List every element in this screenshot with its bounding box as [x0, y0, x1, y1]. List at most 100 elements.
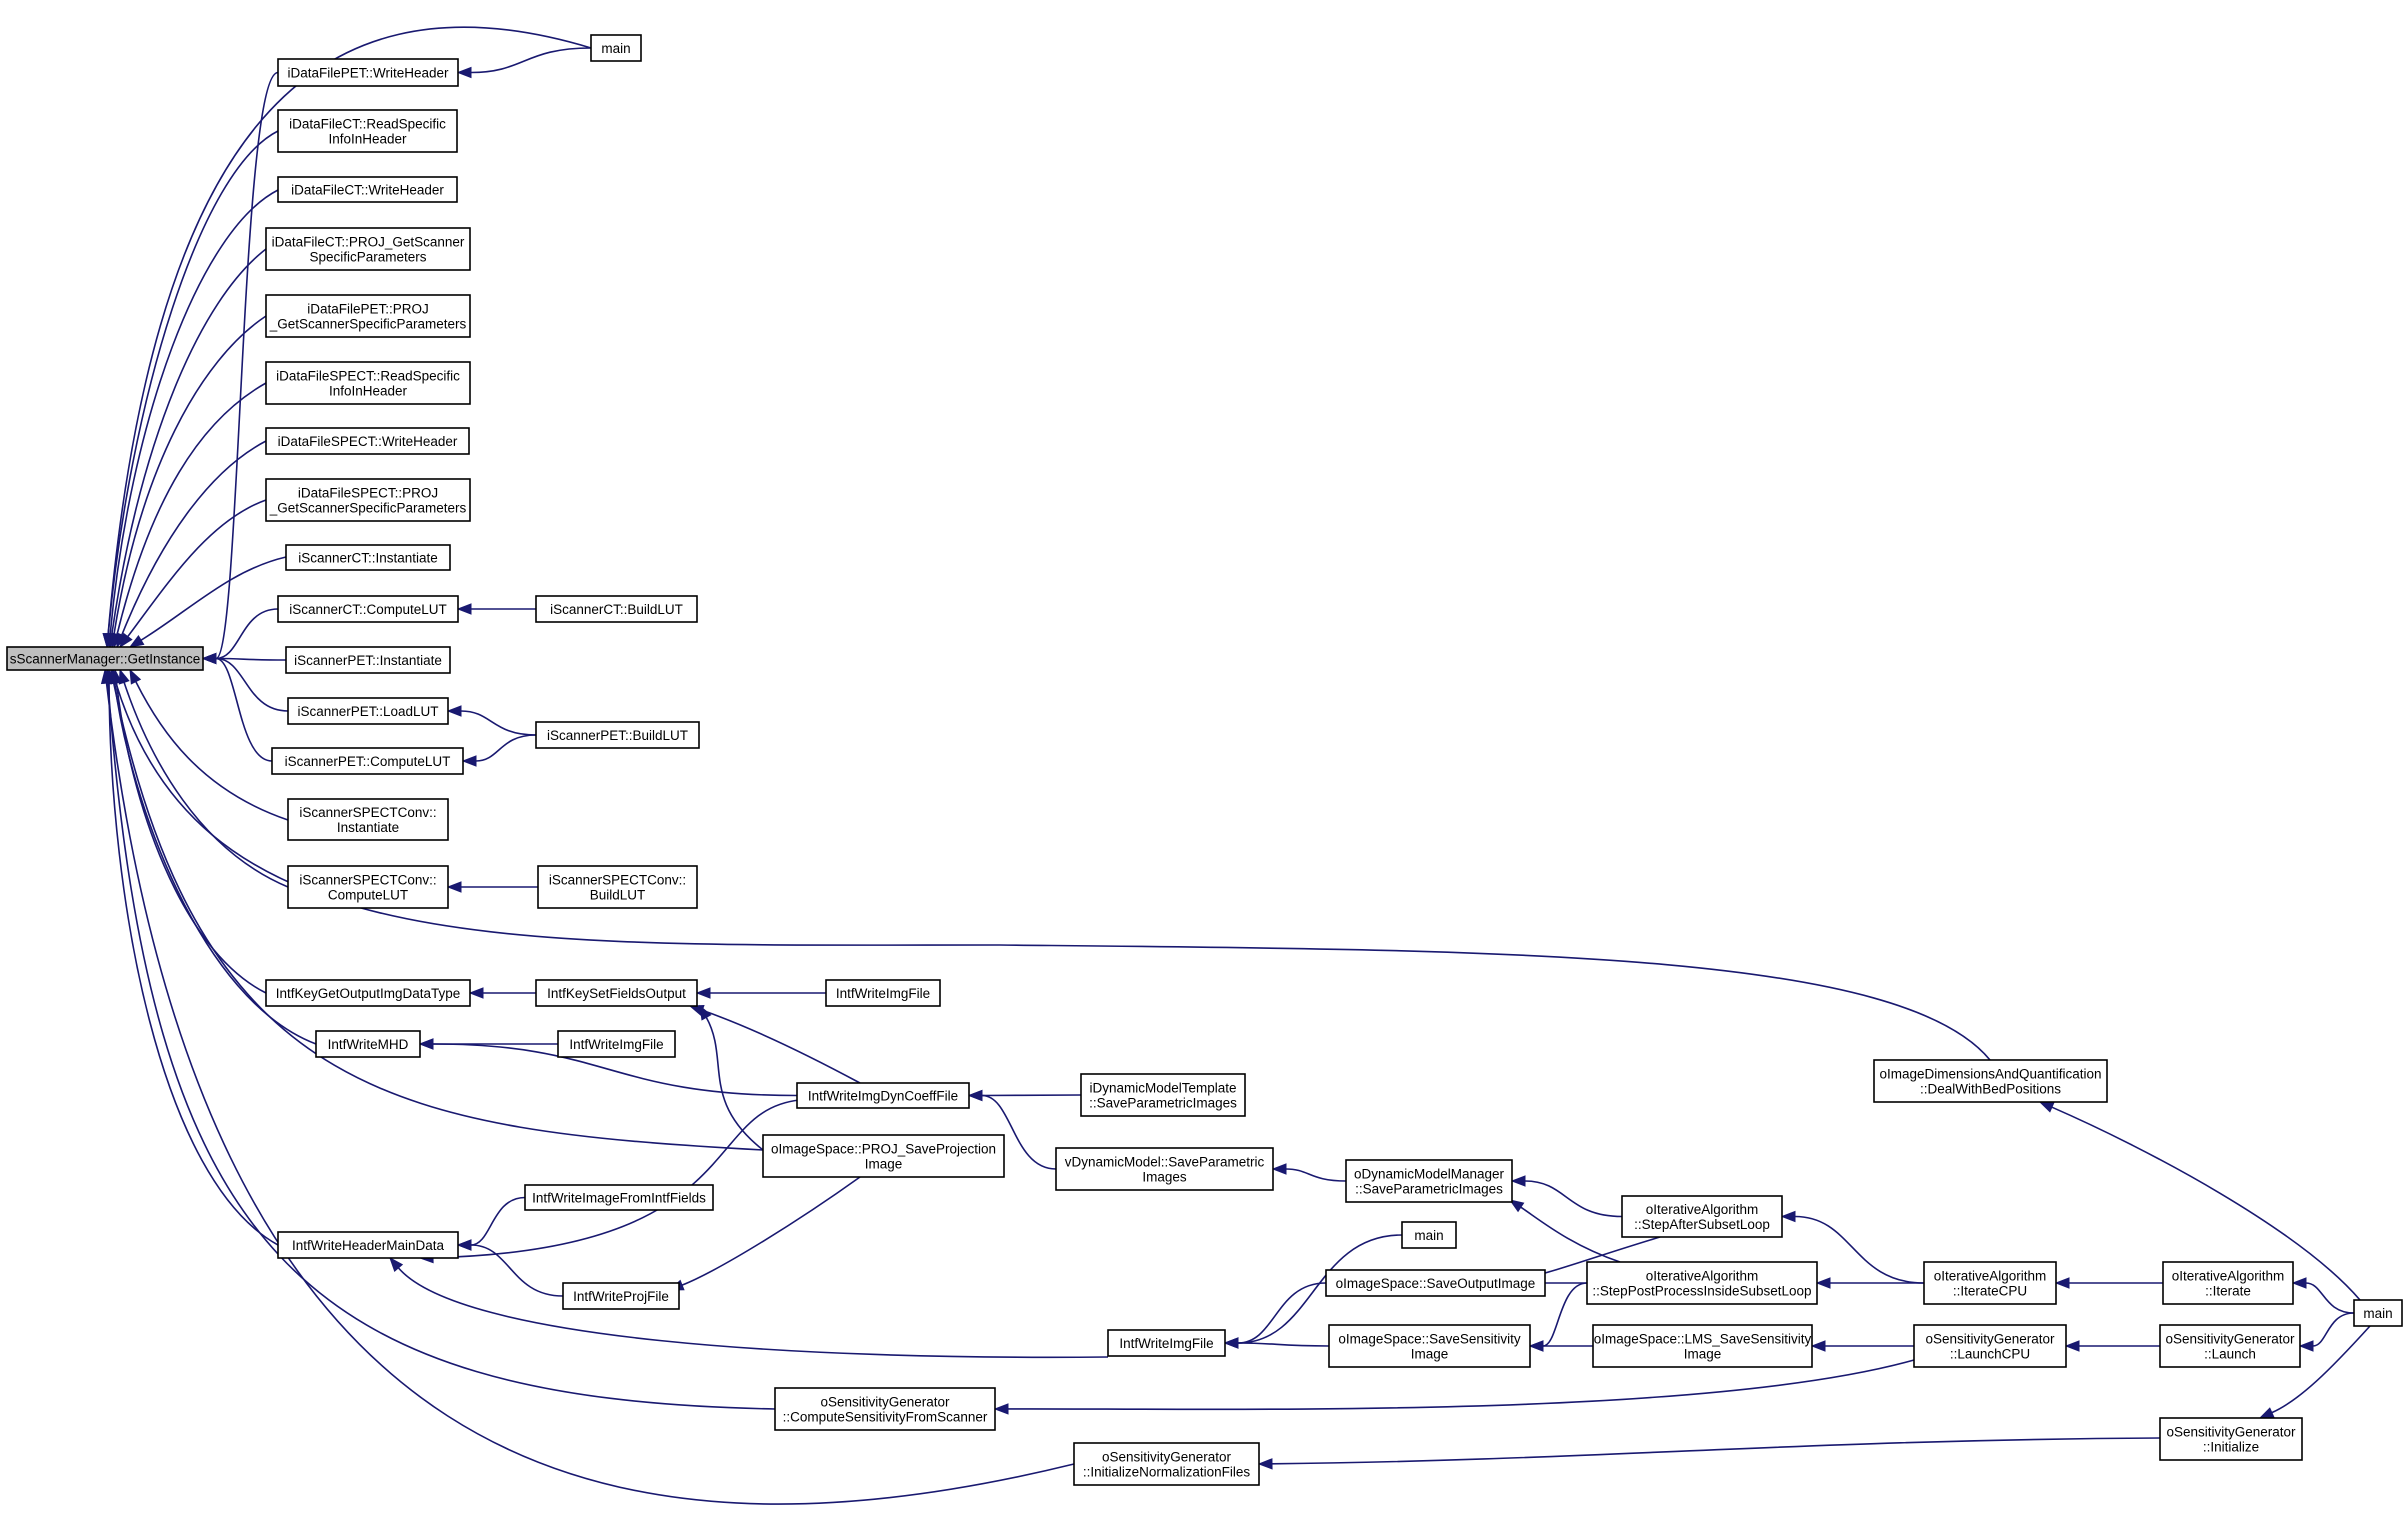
node-wpf[interactable]: IntfWriteProjFile — [562, 1282, 680, 1310]
node-label: oIterativeAlgorithm — [1646, 1202, 1759, 1217]
node-odmm[interactable]: oDynamicModelManager::SaveParametricImag… — [1345, 1159, 1513, 1203]
node-hdr[interactable]: IntfWriteHeaderMainData — [277, 1231, 459, 1259]
call-edge — [2271, 1325, 2371, 1414]
node-box — [1621, 1195, 1783, 1238]
node-wh-pet[interactable]: iDataFilePET::WriteHeader — [277, 58, 459, 87]
node-root[interactable]: sScannerManager::GetInstance — [6, 646, 204, 671]
node-idmt[interactable]: iDynamicModelTemplate::SaveParametricIma… — [1080, 1073, 1246, 1117]
node-box — [6, 646, 204, 671]
call-edge — [127, 499, 267, 638]
call-edge — [113, 315, 267, 635]
call-edge — [107, 26, 592, 635]
call-edge — [681, 1176, 861, 1286]
node-vdm[interactable]: vDynamicModel::SaveParametricImages — [1055, 1147, 1274, 1191]
node-box — [1345, 1159, 1513, 1203]
node-label: IntfWriteMHD — [328, 1037, 409, 1052]
node-main-top[interactable]: main — [590, 34, 642, 62]
arrowhead — [1810, 1340, 1826, 1352]
arrowhead — [2054, 1277, 2070, 1289]
call-edge — [115, 682, 1991, 1061]
node-spps[interactable]: oIterativeAlgorithm::StepPostProcessInsi… — [1586, 1261, 1818, 1305]
call-edge — [108, 682, 279, 1246]
node-label: InfoInHeader — [328, 132, 407, 147]
node-label: oImageDimensionsAndQuantification — [1879, 1067, 2101, 1082]
node-box — [762, 1134, 1005, 1178]
node-label: oIterativeAlgorithm — [1646, 1269, 1759, 1284]
node-pet-load[interactable]: iScannerPET::LoadLUT — [287, 697, 449, 725]
call-edge — [1524, 1180, 1623, 1218]
node-wif2[interactable]: IntfWriteImgFile — [557, 1030, 676, 1058]
node-box — [535, 721, 700, 749]
node-box — [1401, 1221, 1457, 1249]
node-box — [265, 427, 470, 455]
node-label: oSensitivityGenerator — [2166, 1425, 2296, 1440]
node-key-set[interactable]: IntfKeySetFieldsOutput — [535, 979, 698, 1007]
node-label: main — [601, 41, 630, 56]
node-pet-clut[interactable]: iScannerPET::ComputeLUT — [271, 747, 464, 775]
arrowhead — [446, 881, 462, 893]
node-label: iScannerCT::ComputeLUT — [289, 602, 447, 617]
node-ct-blut[interactable]: iScannerCT::BuildLUT — [535, 595, 698, 623]
node-dyn[interactable]: IntfWriteImgDynCoeffFile — [796, 1082, 970, 1109]
node-box — [1107, 1329, 1226, 1357]
node-label: oImageSpace::PROJ_SaveProjection — [771, 1142, 996, 1157]
node-sp-clut[interactable]: iScannerSPECTConv::ComputeLUT — [287, 865, 449, 909]
node-lcpu[interactable]: oSensitivityGenerator::LaunchCPU — [1913, 1324, 2067, 1368]
arrowhead — [446, 705, 462, 717]
node-wh-spect[interactable]: iDataFileSPECT::WriteHeader — [265, 427, 470, 455]
arrowhead — [461, 755, 477, 767]
node-proj-pet[interactable]: iDataFilePET::PROJ_GetScannerSpecificPar… — [265, 294, 471, 338]
node-ct-inst[interactable]: iScannerCT::Instantiate — [285, 544, 451, 571]
node-sasl[interactable]: oIterativeAlgorithm::StepAfterSubsetLoop — [1621, 1195, 1783, 1238]
node-init[interactable]: oSensitivityGenerator::Initialize — [2159, 1417, 2303, 1461]
arrowhead — [1257, 1458, 1273, 1470]
call-edge — [112, 682, 764, 1151]
node-pet-inst[interactable]: iScannerPET::Instantiate — [285, 646, 451, 674]
call-edge — [140, 556, 287, 641]
node-iter[interactable]: oIterativeAlgorithm::Iterate — [2162, 1261, 2294, 1305]
call-edge — [705, 1016, 764, 1151]
node-sp-blut[interactable]: iScannerSPECTConv::BuildLUT — [537, 865, 698, 909]
node-box — [277, 176, 458, 203]
node-icpu[interactable]: oIterativeAlgorithm::IterateCPU — [1923, 1261, 2057, 1305]
node-label: Images — [1142, 1170, 1187, 1185]
arrowhead — [1780, 1210, 1796, 1223]
node-pet-blut[interactable]: iScannerPET::BuildLUT — [535, 721, 700, 749]
call-edge — [109, 189, 279, 635]
call-edge — [1237, 1342, 1330, 1347]
node-key-img[interactable]: IntfKeyGetOutputImgDataType — [265, 979, 471, 1007]
node-label: iScannerPET::Instantiate — [294, 653, 442, 668]
call-edge — [1271, 1437, 2161, 1465]
call-edge — [432, 1043, 798, 1097]
node-proj-ct[interactable]: iDataFileCT::PROJ_GetScannerSpecificPara… — [265, 227, 471, 271]
node-sp-inst[interactable]: iScannerSPECTConv::Instantiate — [287, 798, 449, 841]
node-main-r[interactable]: main — [2353, 1299, 2403, 1327]
node-launch[interactable]: oSensitivityGenerator::Launch — [2159, 1324, 2301, 1368]
node-box — [1073, 1442, 1260, 1486]
node-ct-clut[interactable]: iScannerCT::ComputeLUT — [277, 595, 459, 623]
call-edge — [2312, 1312, 2355, 1347]
call-edge — [981, 1094, 1082, 1097]
node-wh-ct[interactable]: iDataFileCT::WriteHeader — [277, 176, 458, 203]
node-wif3[interactable]: IntfWriteImgFile — [1107, 1329, 1226, 1357]
node-label: iScannerSPECTConv:: — [549, 873, 686, 888]
node-soi[interactable]: oImageSpace::SaveOutputImage — [1325, 1269, 1546, 1297]
node-label: IntfWriteImgDynCoeffFile — [808, 1089, 958, 1104]
node-proj-spect[interactable]: iDataFileSPECT::PROJ_GetScannerSpecificP… — [265, 478, 471, 522]
node-bed[interactable]: oImageDimensionsAndQuantification::DealW… — [1873, 1059, 2108, 1103]
node-wiff[interactable]: IntfWriteImageFromIntfFields — [524, 1184, 714, 1211]
node-wif1[interactable]: IntfWriteImgFile — [825, 979, 941, 1007]
node-mhd[interactable]: IntfWriteMHD — [315, 1030, 421, 1058]
node-box — [277, 109, 458, 153]
node-main-mid[interactable]: main — [1401, 1221, 1457, 1249]
call-edge — [121, 440, 267, 636]
node-csfs[interactable]: oSensitivityGenerator::ComputeSensitivit… — [774, 1387, 996, 1431]
node-label: iDataFilePET::PROJ — [307, 302, 429, 317]
node-inf[interactable]: oSensitivityGenerator::InitializeNormali… — [1073, 1442, 1260, 1486]
